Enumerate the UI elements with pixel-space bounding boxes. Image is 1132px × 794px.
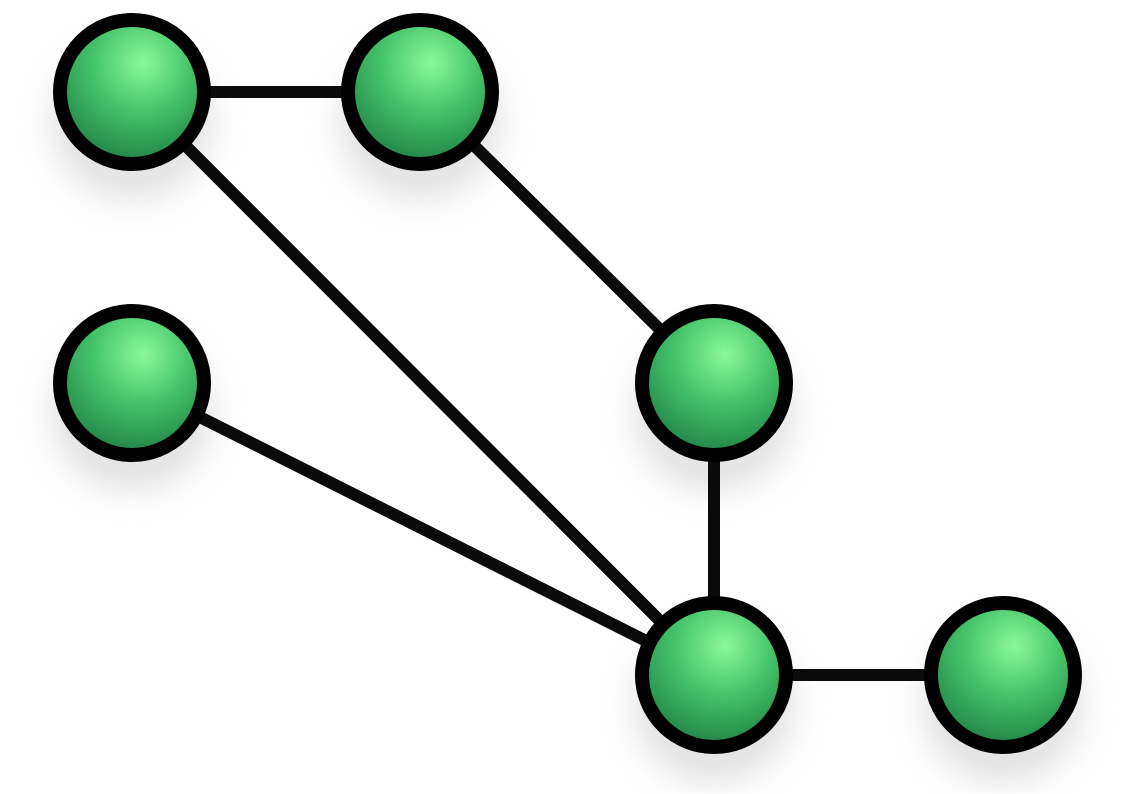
nodes bbox=[53, 13, 1082, 754]
node-n5 bbox=[635, 596, 793, 754]
node-n2 bbox=[341, 13, 499, 171]
node-n1 bbox=[53, 13, 211, 171]
node-n6 bbox=[924, 596, 1082, 754]
node-n3 bbox=[53, 304, 211, 462]
node-n4 bbox=[635, 304, 793, 462]
edges bbox=[127, 86, 1003, 681]
edge-n1-n5 bbox=[127, 87, 719, 680]
edge-n3-n5 bbox=[129, 377, 717, 681]
